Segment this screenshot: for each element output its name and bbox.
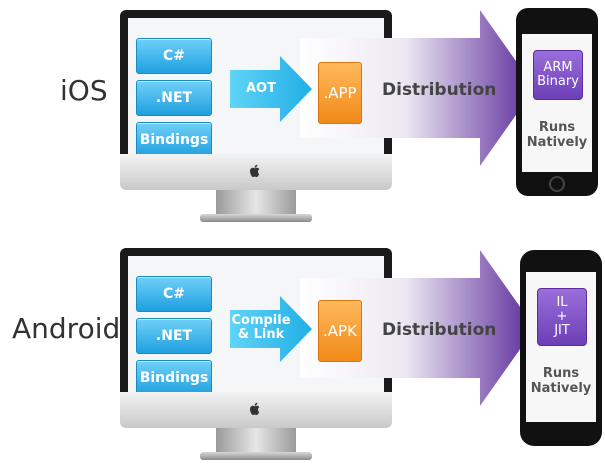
runs-natively-label: Runs Natively bbox=[530, 366, 592, 396]
monitor-foot bbox=[200, 452, 312, 460]
compile-link-arrow bbox=[230, 296, 312, 362]
distribution-arrow-ios bbox=[300, 10, 535, 166]
platform-label-android: Android bbox=[12, 312, 121, 345]
monitor-foot bbox=[200, 214, 312, 222]
package-box-app: .APP bbox=[318, 62, 362, 124]
phone-android: IL + JIT Runs Natively bbox=[520, 250, 602, 446]
monitor-neck bbox=[216, 190, 296, 216]
monitor-neck bbox=[216, 428, 296, 454]
apple-logo-icon bbox=[250, 402, 260, 415]
platform-label-ios: iOS bbox=[60, 74, 108, 107]
source-box-csharp: C# bbox=[136, 276, 212, 312]
phone-screen: IL + JIT Runs Natively bbox=[526, 272, 596, 422]
phone-screen: ARM Binary Runs Natively bbox=[522, 34, 592, 172]
source-box-csharp: C# bbox=[136, 38, 212, 74]
output-box-arm-binary: ARM Binary bbox=[533, 50, 583, 100]
package-box-apk: .APK bbox=[318, 300, 362, 362]
apple-logo-icon bbox=[250, 164, 260, 177]
runs-natively-label: Runs Natively bbox=[526, 120, 588, 150]
source-box-dotnet: .NET bbox=[136, 80, 212, 116]
phone-ios: ARM Binary Runs Natively bbox=[516, 8, 598, 196]
distribution-label-android: Distribution bbox=[382, 320, 497, 340]
step-label-aot: AOT bbox=[246, 81, 276, 96]
step-label-compile-link: Compile & Link bbox=[231, 313, 291, 342]
phone-home-button-icon bbox=[549, 176, 565, 192]
aot-arrow bbox=[230, 56, 312, 122]
distribution-arrow-android bbox=[300, 250, 535, 406]
source-box-dotnet: .NET bbox=[136, 318, 212, 354]
output-box-il-jit: IL + JIT bbox=[537, 288, 587, 346]
source-box-bindings: Bindings bbox=[136, 360, 212, 396]
source-box-bindings: Bindings bbox=[136, 122, 212, 158]
distribution-label-ios: Distribution bbox=[382, 80, 497, 100]
